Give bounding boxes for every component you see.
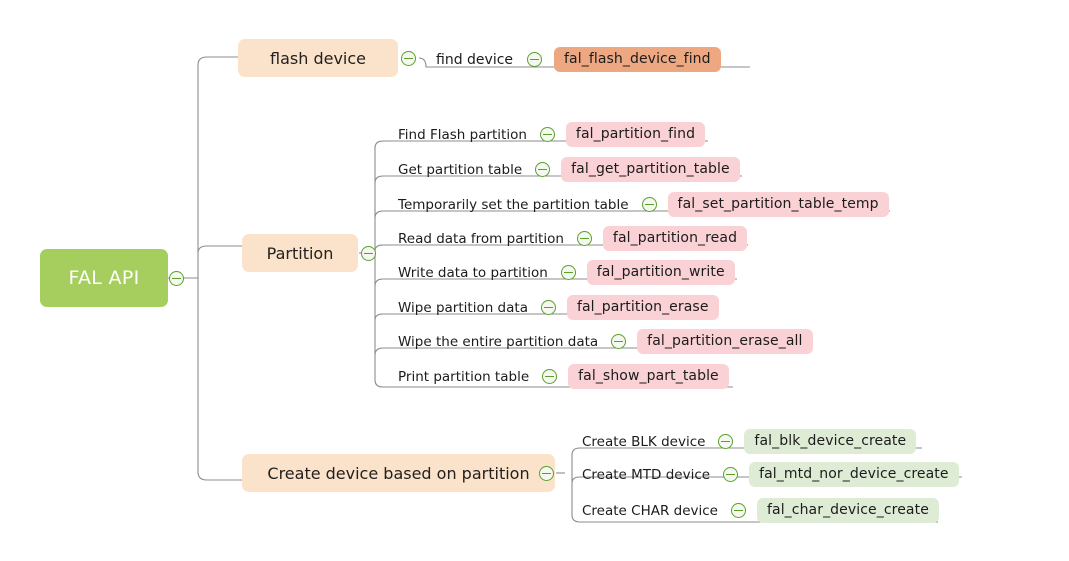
topic-node-label-create-device-based-on-partition: Create device based on partition bbox=[267, 463, 530, 483]
leaf-row-find-flash-partition[interactable]: Find Flash partition fal_partition_find bbox=[396, 122, 706, 147]
leaf-row-create-mtd-device[interactable]: Create MTD device fal_mtd_nor_device_cre… bbox=[580, 462, 959, 487]
leaf-label-print-partition-table: Print partition table bbox=[398, 368, 530, 385]
topic-node-label-flash-device: flash device bbox=[270, 48, 366, 68]
api-badge-fal-blk-device-create[interactable]: fal_blk_device_create bbox=[744, 429, 917, 454]
leaf-row-temporarily-set-the-partition-table[interactable]: Temporarily set the partition table fal_… bbox=[396, 192, 889, 217]
collapse-minus-icon-create-device[interactable] bbox=[539, 466, 554, 481]
leaf-label-find-device: find device bbox=[436, 51, 514, 68]
topic-node-flash-device[interactable]: flash device bbox=[238, 39, 398, 77]
connector-root-to-partition bbox=[197, 245, 242, 254]
leaf-row-read-data-from-partition[interactable]: Read data from partition fal_partition_r… bbox=[396, 226, 748, 251]
collapse-minus-icon-flash-device[interactable] bbox=[401, 51, 416, 66]
root-node-fal-api[interactable]: FAL API bbox=[40, 249, 168, 307]
leaf-label-find-flash-partition: Find Flash partition bbox=[398, 126, 527, 143]
api-badge-fal-partition-write[interactable]: fal_partition_write bbox=[586, 260, 735, 285]
leaf-label-temporarily-set-the-partition-table: Temporarily set the partition table bbox=[398, 196, 629, 213]
leaf-label-wipe-partition-data: Wipe partition data bbox=[398, 299, 528, 316]
connector-root-to-create-device bbox=[197, 471, 242, 481]
connector-root-to-flash-device bbox=[197, 56, 238, 66]
leaf-label-write-data-to-partition: Write data to partition bbox=[398, 264, 548, 281]
api-badge-fal-set-partition-table-temp[interactable]: fal_set_partition_table_temp bbox=[667, 192, 889, 217]
leaf-row-write-data-to-partition[interactable]: Write data to partition fal_partition_wr… bbox=[396, 260, 735, 285]
collapse-minus-icon-wipe-the-entire-partition-data[interactable] bbox=[611, 334, 627, 349]
collapse-minus-icon-find-device[interactable] bbox=[527, 52, 543, 67]
leaf-label-read-data-from-partition: Read data from partition bbox=[398, 230, 564, 247]
leaf-row-get-partition-table[interactable]: Get partition table fal_get_partition_ta… bbox=[396, 157, 740, 182]
leaf-row-create-blk-device[interactable]: Create BLK device fal_blk_device_create bbox=[580, 429, 917, 454]
topic-node-partition[interactable]: Partition bbox=[242, 234, 358, 272]
collapse-minus-icon-read-data-from-partition[interactable] bbox=[576, 231, 592, 246]
leaf-row-create-char-device[interactable]: Create CHAR device fal_char_device_creat… bbox=[580, 498, 939, 523]
leaf-label-create-char-device: Create CHAR device bbox=[582, 502, 718, 519]
root-node-label: FAL API bbox=[68, 267, 140, 289]
api-badge-fal-get-partition-table[interactable]: fal_get_partition_table bbox=[561, 157, 740, 182]
collapse-minus-icon-create-blk-device[interactable] bbox=[718, 434, 734, 449]
api-badge-fal-char-device-create[interactable]: fal_char_device_create bbox=[756, 498, 939, 523]
leaf-row-print-partition-table[interactable]: Print partition table fal_show_part_tabl… bbox=[396, 364, 729, 389]
leaf-label-get-partition-table: Get partition table bbox=[398, 161, 523, 178]
collapse-minus-icon-find-flash-partition[interactable] bbox=[539, 127, 555, 142]
api-badge-fal-mtd-nor-device-create[interactable]: fal_mtd_nor_device_create bbox=[749, 462, 959, 487]
api-badge-fal-show-part-table[interactable]: fal_show_part_table bbox=[568, 364, 729, 389]
collapse-minus-icon-write-data-to-partition[interactable] bbox=[560, 265, 576, 280]
collapse-minus-icon-wipe-partition-data[interactable] bbox=[540, 300, 556, 315]
api-badge-fal-partition-erase[interactable]: fal_partition_erase bbox=[566, 295, 719, 320]
topic-node-label-partition: Partition bbox=[266, 243, 334, 263]
leaf-label-wipe-the-entire-partition-data: Wipe the entire partition data bbox=[398, 333, 599, 350]
leaf-row-wipe-partition-data[interactable]: Wipe partition data fal_partition_erase bbox=[396, 295, 719, 320]
leaf-row-find-device[interactable]: find device fal_flash_device_find bbox=[434, 47, 721, 72]
topic-node-create-device-based-on-partition[interactable]: Create device based on partition bbox=[242, 454, 555, 492]
collapse-minus-icon-get-partition-table[interactable] bbox=[535, 162, 551, 177]
collapse-minus-icon-create-char-device[interactable] bbox=[730, 503, 746, 518]
collapse-minus-icon-temporarily-set-the-partition-table[interactable] bbox=[641, 197, 657, 212]
leaf-label-create-mtd-device: Create MTD device bbox=[582, 466, 711, 483]
api-badge-fal-partition-erase-all[interactable]: fal_partition_erase_all bbox=[637, 329, 813, 354]
api-badge-fal-partition-read[interactable]: fal_partition_read bbox=[602, 226, 748, 251]
collapse-minus-icon-create-mtd-device[interactable] bbox=[723, 467, 739, 482]
collapse-minus-icon-root[interactable] bbox=[169, 271, 184, 286]
api-badge-fal-partition-find[interactable]: fal_partition_find bbox=[565, 122, 706, 147]
collapse-minus-icon-print-partition-table[interactable] bbox=[542, 369, 558, 384]
leaf-row-wipe-the-entire-partition-data[interactable]: Wipe the entire partition data fal_parti… bbox=[396, 329, 813, 354]
collapse-minus-icon-partition[interactable] bbox=[361, 246, 376, 261]
leaf-label-create-blk-device: Create BLK device bbox=[582, 433, 706, 450]
api-badge-fal-flash-device-find[interactable]: fal_flash_device_find bbox=[554, 47, 721, 72]
